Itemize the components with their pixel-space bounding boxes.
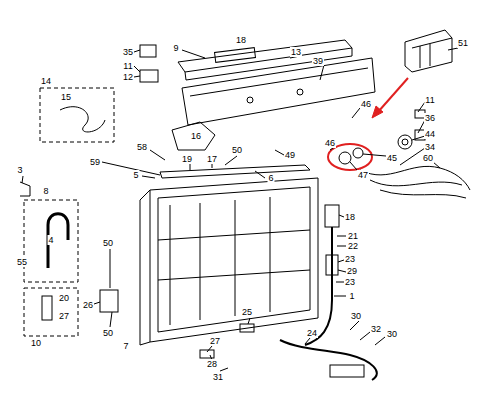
callout-number: 32	[370, 324, 382, 334]
callout-number: 11	[122, 61, 133, 71]
callout-number: 8	[42, 186, 49, 196]
panel-flange	[140, 190, 150, 345]
callout-number: 16	[190, 131, 202, 141]
callout-number: 58	[136, 142, 148, 152]
callout-number: 20	[58, 293, 70, 303]
panel-line	[190, 68, 368, 96]
callout-number: 28	[206, 359, 218, 369]
callout-number: 15	[60, 92, 72, 102]
timer-detail	[412, 38, 452, 68]
callout-number: 25	[241, 307, 253, 317]
callout-number: 3	[16, 165, 23, 175]
callout-number: 50	[102, 328, 114, 338]
callout-number: 55	[16, 257, 28, 267]
callout-number: 4	[47, 235, 54, 245]
callout-number: 27	[58, 311, 70, 321]
clip	[200, 350, 214, 358]
callout-number: 51	[457, 38, 469, 48]
switch	[140, 70, 158, 82]
clip	[240, 324, 254, 332]
callout-number: 47	[357, 170, 369, 180]
callout-number: 31	[212, 372, 224, 382]
callout-number: 18	[235, 35, 247, 45]
panel-inner	[158, 187, 310, 332]
callout-number: 60	[422, 153, 434, 163]
callout-number: 1	[348, 291, 355, 301]
console-edge	[185, 48, 352, 80]
callout-number: 26	[82, 300, 94, 310]
leader-line	[22, 48, 458, 371]
callout-number: 7	[122, 341, 129, 351]
console-top	[178, 40, 352, 72]
callout-number: 12	[122, 72, 134, 82]
knob	[353, 148, 363, 158]
bracket	[100, 290, 118, 312]
knob	[339, 152, 351, 164]
callout-number: 34	[424, 142, 436, 152]
callout-number: 18	[344, 212, 356, 222]
callout-number: 5	[132, 170, 139, 180]
highlight-arrow	[378, 78, 408, 112]
valve	[325, 205, 339, 227]
panel-bracing	[158, 197, 310, 325]
callout-number: 45	[386, 153, 398, 163]
callout-number: 50	[102, 238, 114, 248]
valve	[326, 255, 338, 275]
callout-number: 39	[312, 56, 324, 66]
timer	[405, 30, 452, 72]
callout-number: 36	[424, 113, 436, 123]
inlet	[20, 182, 30, 196]
callout-number: 21	[347, 231, 359, 241]
fitting	[42, 296, 52, 320]
console-panel	[182, 58, 375, 125]
callout-number: 22	[347, 241, 359, 251]
callout-number: 30	[386, 329, 398, 339]
callout-number: 30	[350, 311, 362, 321]
callout-number: 50	[231, 145, 243, 155]
callout-number: 6	[267, 173, 274, 183]
console-slot	[215, 48, 256, 63]
knob-core	[402, 139, 408, 145]
knob	[398, 135, 412, 149]
panel-hole	[247, 97, 253, 103]
callout-number: 46	[324, 138, 336, 148]
callout-number: 23	[344, 254, 356, 264]
top-rail	[160, 165, 310, 178]
group-box	[24, 200, 78, 282]
hose-end	[330, 365, 364, 377]
group-box	[40, 88, 114, 142]
callout-number: 10	[30, 338, 42, 348]
callout-number: 44	[424, 129, 436, 139]
callout-number: 24	[306, 328, 318, 338]
drain-hose	[280, 340, 377, 380]
callout-number: 29	[346, 266, 358, 276]
bracket-16	[172, 122, 215, 150]
callout-number: 14	[40, 76, 52, 86]
callout-number: 49	[284, 150, 296, 160]
arrowhead	[372, 106, 383, 118]
callout-number: 27	[209, 336, 221, 346]
callout-number: 11	[424, 95, 435, 105]
bracket	[140, 45, 156, 57]
callout-number: 59	[89, 157, 101, 167]
callout-number: 9	[172, 43, 179, 53]
fill-hose	[48, 214, 68, 268]
rear-panel	[150, 178, 318, 342]
power-cord	[60, 107, 105, 132]
callout-number: 23	[344, 277, 356, 287]
callout-number: 19	[181, 154, 193, 164]
callout-number: 17	[206, 154, 218, 164]
panel-hole	[297, 89, 303, 95]
hose	[305, 227, 332, 345]
callout-number: 35	[122, 47, 134, 57]
wire-harness	[360, 166, 470, 198]
callout-number: 46	[360, 99, 372, 109]
callout-number: 13	[290, 47, 302, 57]
group-box	[24, 288, 78, 336]
